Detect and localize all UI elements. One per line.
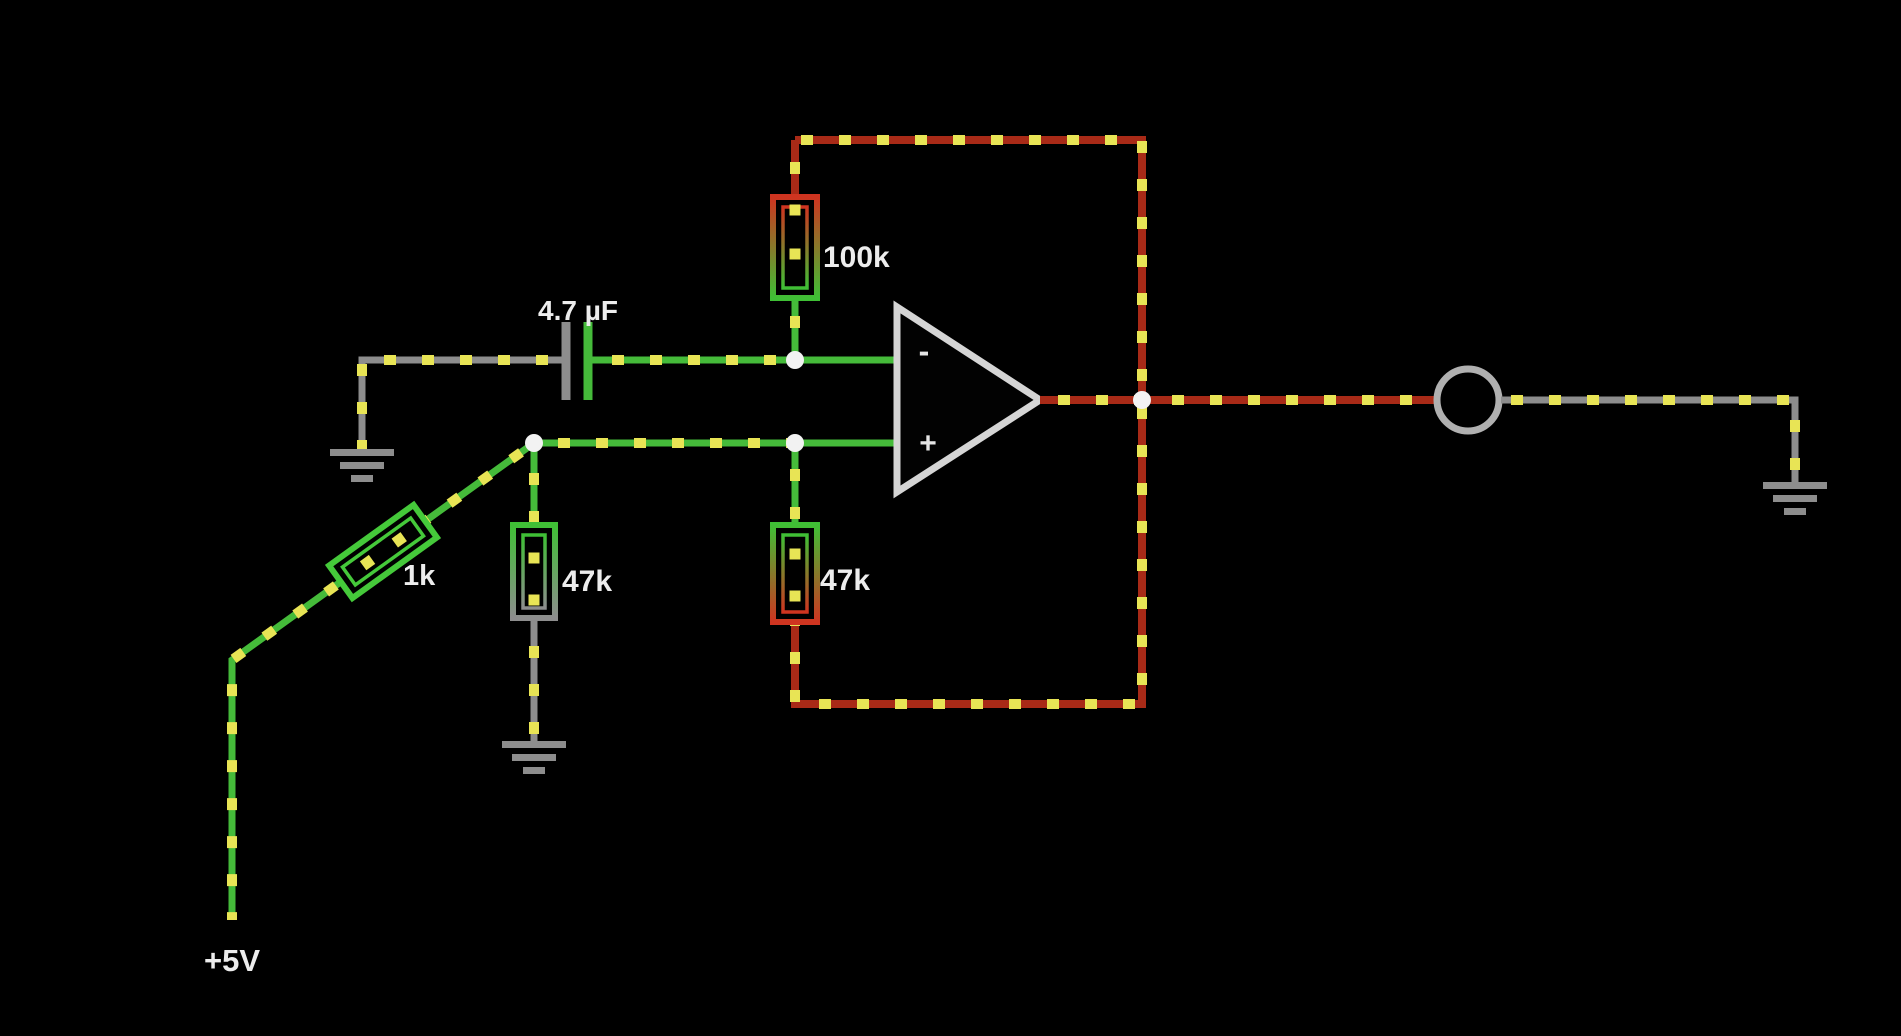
current-dot <box>789 548 801 560</box>
current-dots <box>227 438 537 920</box>
resistor-body-inner <box>781 533 809 614</box>
wire-supply-path[interactable] <box>228 440 537 920</box>
opamp-noninverting-input-sign: + <box>919 427 937 460</box>
supply-voltage-label: +5V <box>204 943 260 978</box>
ground-icon <box>330 449 394 482</box>
junction-inverting-node <box>786 351 804 369</box>
junction-output-node <box>1133 391 1151 409</box>
junction-noninverting-node <box>786 434 804 452</box>
ground-symbol-left[interactable] <box>330 449 394 482</box>
resistor-body-inner <box>340 515 426 588</box>
output-terminal-ring[interactable] <box>1433 365 1503 435</box>
ground-symbol-middle[interactable] <box>502 741 566 774</box>
resistor-47k-left-label: 47k <box>562 565 612 598</box>
current-dot <box>528 594 540 606</box>
resistor-47k-left[interactable]: 47k <box>510 443 612 741</box>
ground-icon <box>502 741 566 774</box>
capacitor-plate-right <box>583 322 593 400</box>
capacitor-plate-left <box>561 322 571 400</box>
opamp-triangle[interactable] <box>893 300 1047 499</box>
wire-capacitor-to-ground[interactable] <box>357 355 562 449</box>
current-dot <box>789 248 801 260</box>
wire-terminal-to-ground[interactable] <box>1501 395 1800 482</box>
resistor-100k[interactable]: 100k <box>770 194 890 360</box>
feedback-outer-path[interactable] <box>791 136 1146 708</box>
current-dot <box>391 532 407 548</box>
ground-icon <box>1763 482 1827 515</box>
capacitor-value-label: 4.7 µF <box>538 295 618 326</box>
opamp-inverting-input-sign: - <box>919 333 930 369</box>
junction-dots <box>525 351 1151 452</box>
current-dot <box>528 552 540 564</box>
resistor-body-inner <box>521 533 547 610</box>
resistor-47k-right-label: 47k <box>820 564 870 597</box>
current-dot <box>789 590 801 602</box>
junction-divider-node <box>525 434 543 452</box>
wire-feedback-loop[interactable] <box>790 135 1147 709</box>
capacitor-4.7uF[interactable]: 4.7 µF <box>538 295 618 400</box>
resistor-100k-label: 100k <box>823 241 890 274</box>
current-dot <box>789 204 801 216</box>
resistor-body[interactable] <box>324 500 442 603</box>
resistor-47k-right[interactable]: 47k <box>770 443 870 625</box>
ground-symbol-right[interactable] <box>1763 482 1827 515</box>
resistor-1k-label: 1k <box>403 560 436 592</box>
resistor-body[interactable] <box>770 522 820 625</box>
output-terminal[interactable] <box>1433 365 1503 435</box>
wire-gray-path[interactable] <box>358 356 562 449</box>
supply-branch[interactable]: 1k +5V <box>204 438 537 978</box>
current-dots <box>1501 395 1800 482</box>
opamp[interactable]: - + <box>893 300 1047 499</box>
resistor-1k[interactable] <box>324 500 442 603</box>
current-dot <box>359 554 376 571</box>
wire-gray-path[interactable] <box>1501 396 1799 482</box>
